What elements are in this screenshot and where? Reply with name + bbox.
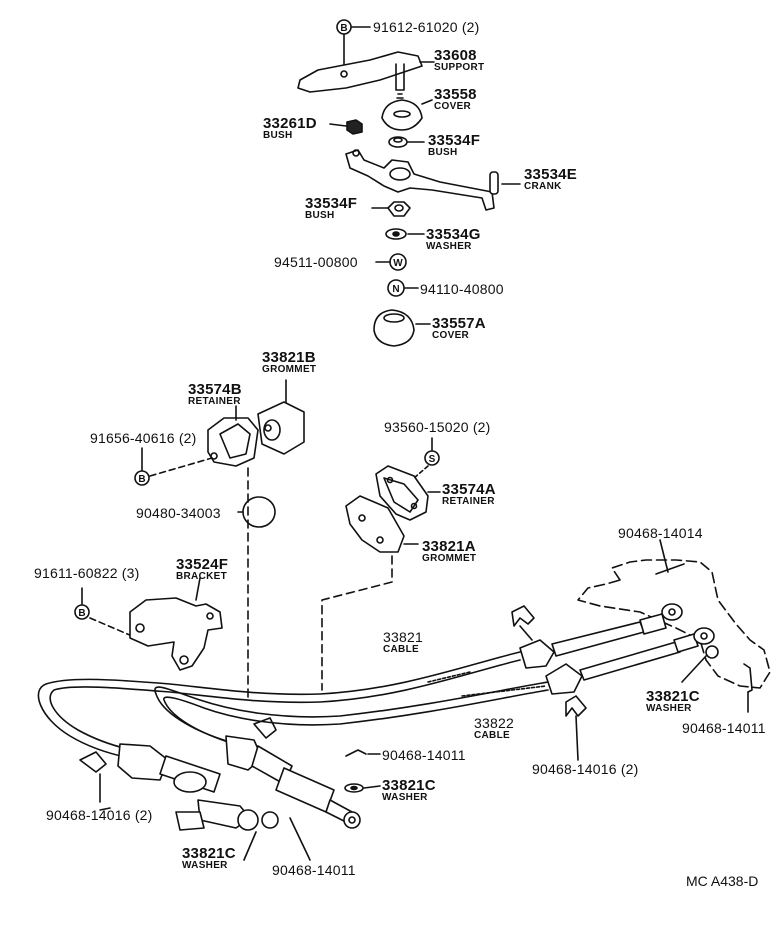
label-grommet-a: GROMMET (422, 553, 477, 564)
label-91656-40616: 91656-40616 (2) (90, 430, 197, 446)
pin-right (743, 663, 753, 713)
label-33822: 33822 (474, 715, 514, 731)
label-crank: CRANK (524, 181, 562, 192)
label-bush-lower: BUSH (305, 210, 335, 221)
label-bracket: BRACKET (176, 571, 227, 582)
crank-part (345, 149, 521, 211)
label-90480-34003: 90480-34003 (136, 505, 221, 521)
leader-washer-lower (243, 831, 257, 861)
retainer-part-a (375, 465, 441, 521)
label-91611-60822: 91611-60822 (3) (34, 565, 140, 581)
bolt-letter-bracket: B (78, 608, 85, 619)
label-33534E: 33534E (524, 166, 577, 183)
label-cover-top: COVER (434, 101, 472, 112)
label-33574B: 33574B (188, 381, 242, 398)
label-33821C-right: 33821C (646, 688, 700, 705)
pin-center (345, 749, 381, 757)
label-33534G: 33534G (426, 226, 481, 243)
washer-letter: W (393, 258, 403, 269)
label-94110-40800: 94110-40800 (420, 281, 504, 297)
label-grommet-b: GROMMET (262, 364, 317, 375)
label-support: SUPPORT (434, 62, 485, 73)
label-91612-61020: 91612-61020 (2) (373, 19, 480, 35)
clip-center (253, 717, 277, 739)
label-33821C-lower: 33821C (182, 845, 236, 862)
grommet-part-a (345, 495, 419, 553)
label-33557A: 33557A (432, 315, 486, 332)
clip-lower-left (79, 751, 107, 803)
figure-code: MC A438-D (686, 873, 759, 889)
label-90468-14011-center: 90468-14011 (382, 747, 466, 763)
support-part (297, 51, 435, 99)
label-washer-lower: WASHER (182, 860, 228, 871)
washer-symbol (375, 253, 407, 271)
clip-upper-right (655, 563, 685, 575)
label-93560-15020: 93560-15020 (2) (384, 419, 491, 435)
label-bush-upper: BUSH (428, 147, 458, 158)
cable-33822-segment-label-line (461, 685, 547, 697)
washer-right (681, 645, 719, 683)
transmission-case-outline (577, 559, 771, 689)
plug-part (237, 496, 276, 528)
label-33821C-center: 33821C (382, 777, 436, 794)
cable-33822 (154, 627, 715, 751)
clip-lower-right (565, 695, 587, 761)
bolt-letter-left: B (138, 474, 145, 485)
label-retainer-b: RETAINER (188, 396, 241, 407)
label-33821B: 33821B (262, 349, 316, 366)
bolt-symbol-bracket (74, 587, 133, 637)
leader-90468-14014 (659, 539, 669, 573)
screw-letter: S (429, 454, 436, 465)
label-retainer-a: RETAINER (442, 496, 495, 507)
label-washer-right: WASHER (646, 703, 692, 714)
label-33524F: 33524F (176, 556, 229, 573)
leader-clip-lower-left (99, 807, 111, 811)
bush-part-lower (371, 201, 411, 217)
label-33558: 33558 (434, 86, 477, 103)
label-33534F-lower: 33534F (305, 195, 358, 212)
bolt-letter-top: B (340, 23, 347, 34)
label-33821: 33821 (383, 629, 423, 645)
nut-symbol (387, 279, 419, 297)
label-33608: 33608 (434, 47, 477, 64)
cover-part-bottom (373, 309, 431, 347)
bolt-symbol-left (134, 447, 213, 486)
label-bush-small: BUSH (263, 130, 293, 141)
label-cable-33821: CABLE (383, 644, 419, 655)
cover-part-top (381, 99, 433, 131)
dashed-leader-right (321, 555, 393, 691)
label-33821A: 33821A (422, 538, 476, 555)
bush-part-upper (388, 136, 425, 148)
label-33574A: 33574A (442, 481, 496, 498)
label-cover-bottom: COVER (432, 330, 470, 341)
bracket-part (129, 577, 223, 671)
label-90468-14011-right: 90468-14011 (682, 720, 766, 736)
cable-33821-segment-label-line (427, 671, 471, 683)
label-33534F-upper: 33534F (428, 132, 481, 149)
label-washer-center: WASHER (382, 792, 428, 803)
label-washer: WASHER (426, 241, 472, 252)
label-cable-33822: CABLE (474, 730, 510, 741)
screw-symbol (413, 437, 440, 479)
cable-33821 (37, 603, 683, 759)
washer-part (385, 228, 425, 240)
label-90468-14016-left: 90468-14016 (2) (46, 807, 153, 823)
bush-part-small (329, 119, 363, 135)
label-90468-14014: 90468-14014 (618, 525, 703, 541)
washer-center (344, 783, 381, 793)
nut-letter: N (392, 284, 399, 295)
clip-upper-center (511, 605, 535, 641)
label-33261D: 33261D (263, 115, 317, 132)
retainer-part-b (207, 405, 259, 467)
cable-end-lower-left (117, 743, 279, 831)
label-90468-14011-lower: 90468-14011 (272, 862, 356, 878)
label-90468-14016-right: 90468-14016 (2) (532, 761, 639, 777)
leader-pin-lower (289, 817, 311, 861)
label-94511-00800: 94511-00800 (274, 254, 358, 270)
cable-end-lower-center (225, 735, 361, 829)
grommet-part-b (257, 379, 305, 455)
